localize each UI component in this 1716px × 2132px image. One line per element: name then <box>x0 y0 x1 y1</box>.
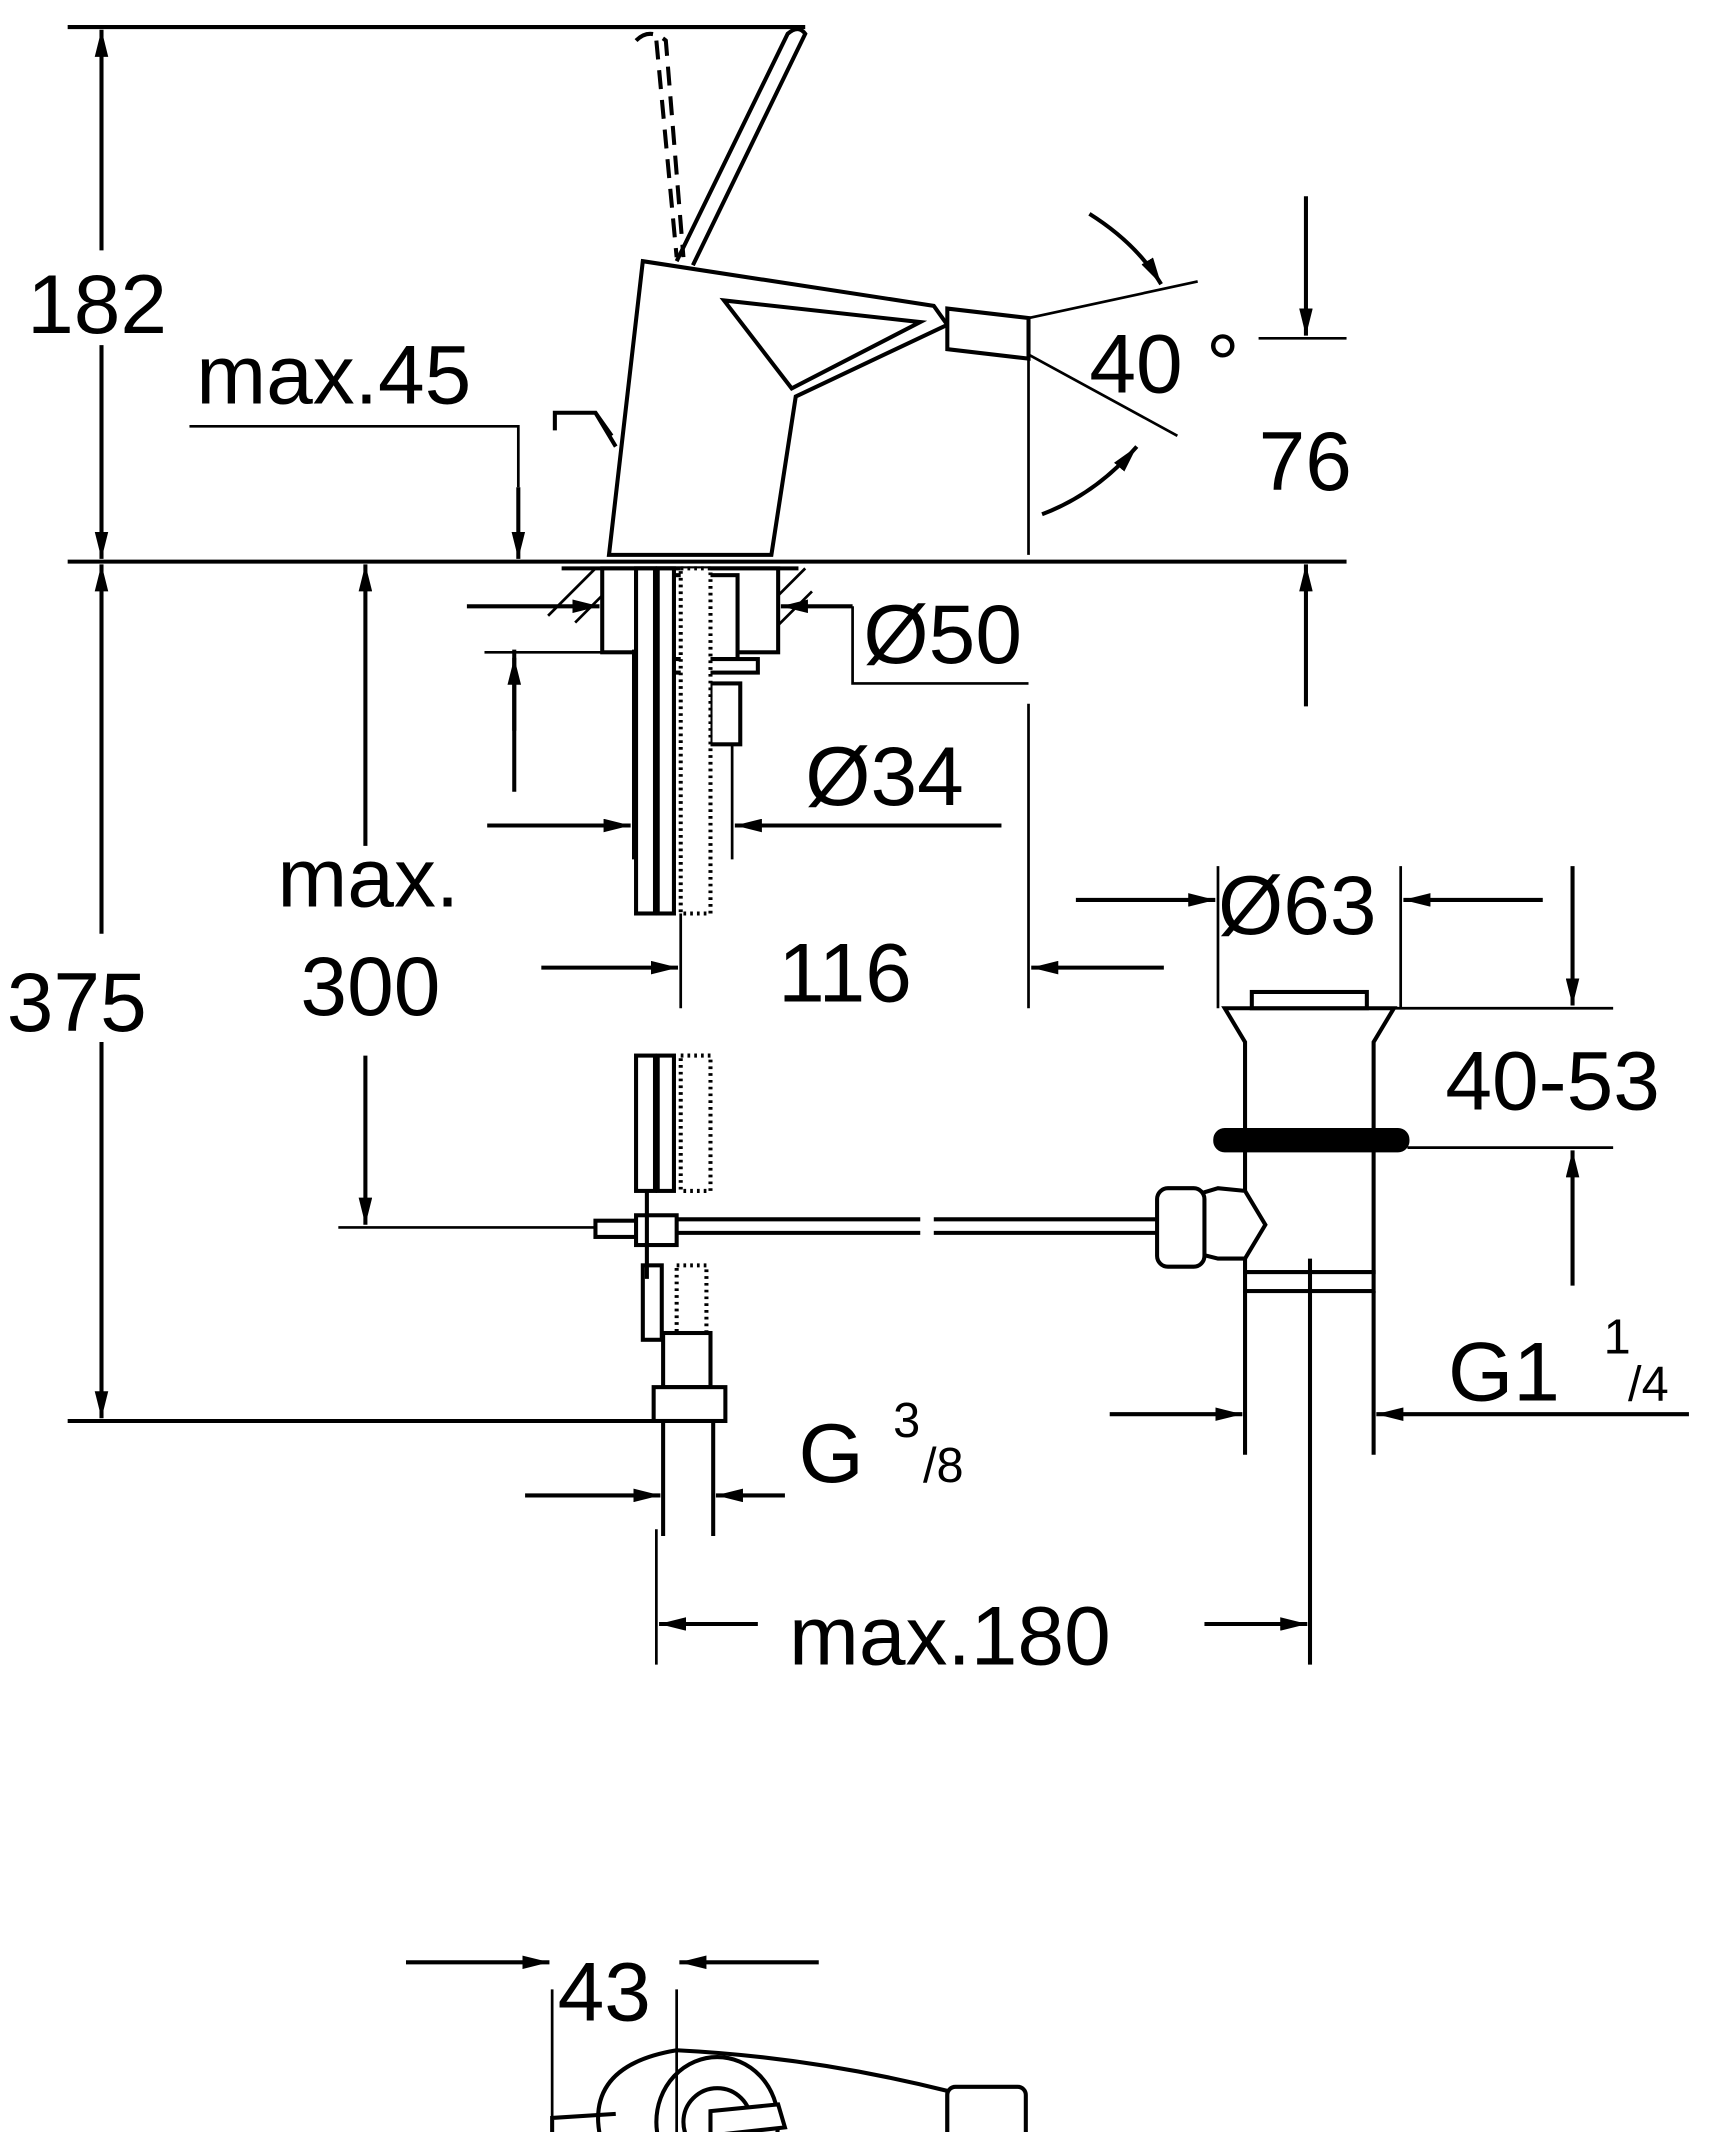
dimension-max-300: max. 300 <box>277 564 596 1229</box>
dimension-40-53: 40-53 <box>1366 866 1660 1286</box>
label-116: 116 <box>778 925 912 1019</box>
label-g-numerator: 3 <box>893 1394 920 1448</box>
waste-assembly <box>593 989 1410 1665</box>
label-40-53: 40-53 <box>1445 1034 1660 1128</box>
label-g: G <box>798 1406 863 1500</box>
dimension-182: 182 <box>27 29 167 559</box>
label-o50: Ø50 <box>863 587 1022 681</box>
faucet-side-view <box>547 27 1031 1537</box>
label-max: max. <box>277 831 459 925</box>
dimension-max-180: max.180 <box>655 1529 1308 1683</box>
label-g1: G1 <box>1448 1325 1560 1419</box>
label-182: 182 <box>27 257 167 351</box>
label-max-180: max.180 <box>789 1589 1111 1683</box>
dimension-g-3-8: G 3 /8 <box>525 1394 964 1503</box>
label-76: 76 <box>1259 414 1352 508</box>
dimension-375: 375 <box>7 564 147 1419</box>
dimension-40-degree: 40 ° <box>1027 212 1240 517</box>
dimension-76: 76 <box>1258 196 1352 707</box>
reference-lines <box>67 25 1347 1424</box>
dimension-116: 116 <box>541 345 1164 1019</box>
label-g-denominator: /8 <box>923 1439 964 1493</box>
label-300: 300 <box>300 939 440 1033</box>
label-max-45: max.45 <box>196 327 471 421</box>
dimension-o63: Ø63 <box>1075 858 1543 1009</box>
label-o63: Ø63 <box>1218 858 1377 952</box>
label-g1-numerator: 1 <box>1604 1310 1631 1364</box>
dimension-o50: Ø50 <box>466 587 1029 685</box>
dimension-max-45: max.45 <box>189 327 772 792</box>
dimension-g1-1-4: G1 1 /4 <box>1109 1310 1689 1421</box>
faucet-top-view: 43 <box>405 1944 1028 2132</box>
label-g1-denominator: /4 <box>1628 1358 1669 1412</box>
label-375: 375 <box>7 955 147 1049</box>
label-40-degree: 40 ° <box>1089 316 1239 410</box>
label-o34: Ø34 <box>805 729 964 823</box>
label-43: 43 <box>558 1944 651 2038</box>
dimension-o34: Ø34 <box>487 649 1002 860</box>
